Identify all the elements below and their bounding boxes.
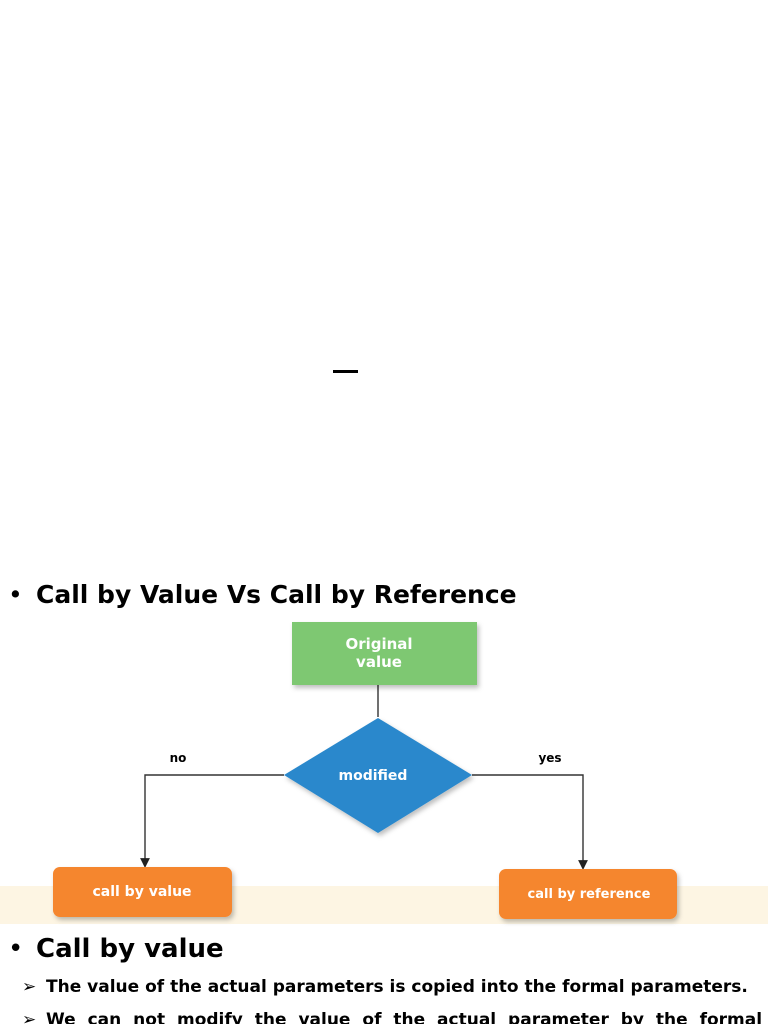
result-label-call-by-reference: call by reference	[528, 887, 651, 902]
section-heading-text: Call by Value Vs Call by Reference	[36, 580, 517, 609]
bullet-point-2: ➢ We can not modify the value of the actu…	[22, 1009, 762, 1024]
start-node-line1: Original	[345, 635, 412, 653]
arrow-bullet-icon: ➢	[22, 1010, 37, 1024]
connector-no-branch	[140, 774, 284, 868]
title-dash	[333, 370, 358, 373]
flowchart-diagram: Original value modified no yes call by v…	[53, 622, 677, 919]
bullet-icon: •	[8, 580, 23, 609]
decision-node: modified	[284, 718, 472, 833]
section-heading-text: Call by value	[36, 934, 224, 964]
decision-node-label: modified	[339, 768, 408, 784]
section-heading-comparison: • Call by Value Vs Call by Reference	[8, 578, 517, 612]
result-node-call-by-value: call by value	[53, 867, 232, 917]
arrow-bullet-icon: ➢	[22, 977, 37, 997]
bullet-point-text: The value of the actual parameters is co…	[46, 977, 748, 997]
connector-yes-branch	[472, 774, 588, 870]
bullet-point-1: ➢ The value of the actual parameters is c…	[22, 976, 748, 998]
result-label-call-by-value: call by value	[92, 884, 191, 900]
start-node-line2: value	[356, 653, 402, 671]
branch-label-yes: yes	[538, 751, 561, 765]
bullet-icon: •	[8, 934, 24, 964]
section-heading-call-by-value: • Call by value	[8, 931, 224, 967]
result-node-call-by-reference: call by reference	[499, 869, 677, 919]
start-node: Original value	[292, 622, 477, 685]
bullet-point-text: We can not modify the value of the actua…	[46, 1010, 763, 1024]
branch-label-no: no	[170, 751, 187, 765]
